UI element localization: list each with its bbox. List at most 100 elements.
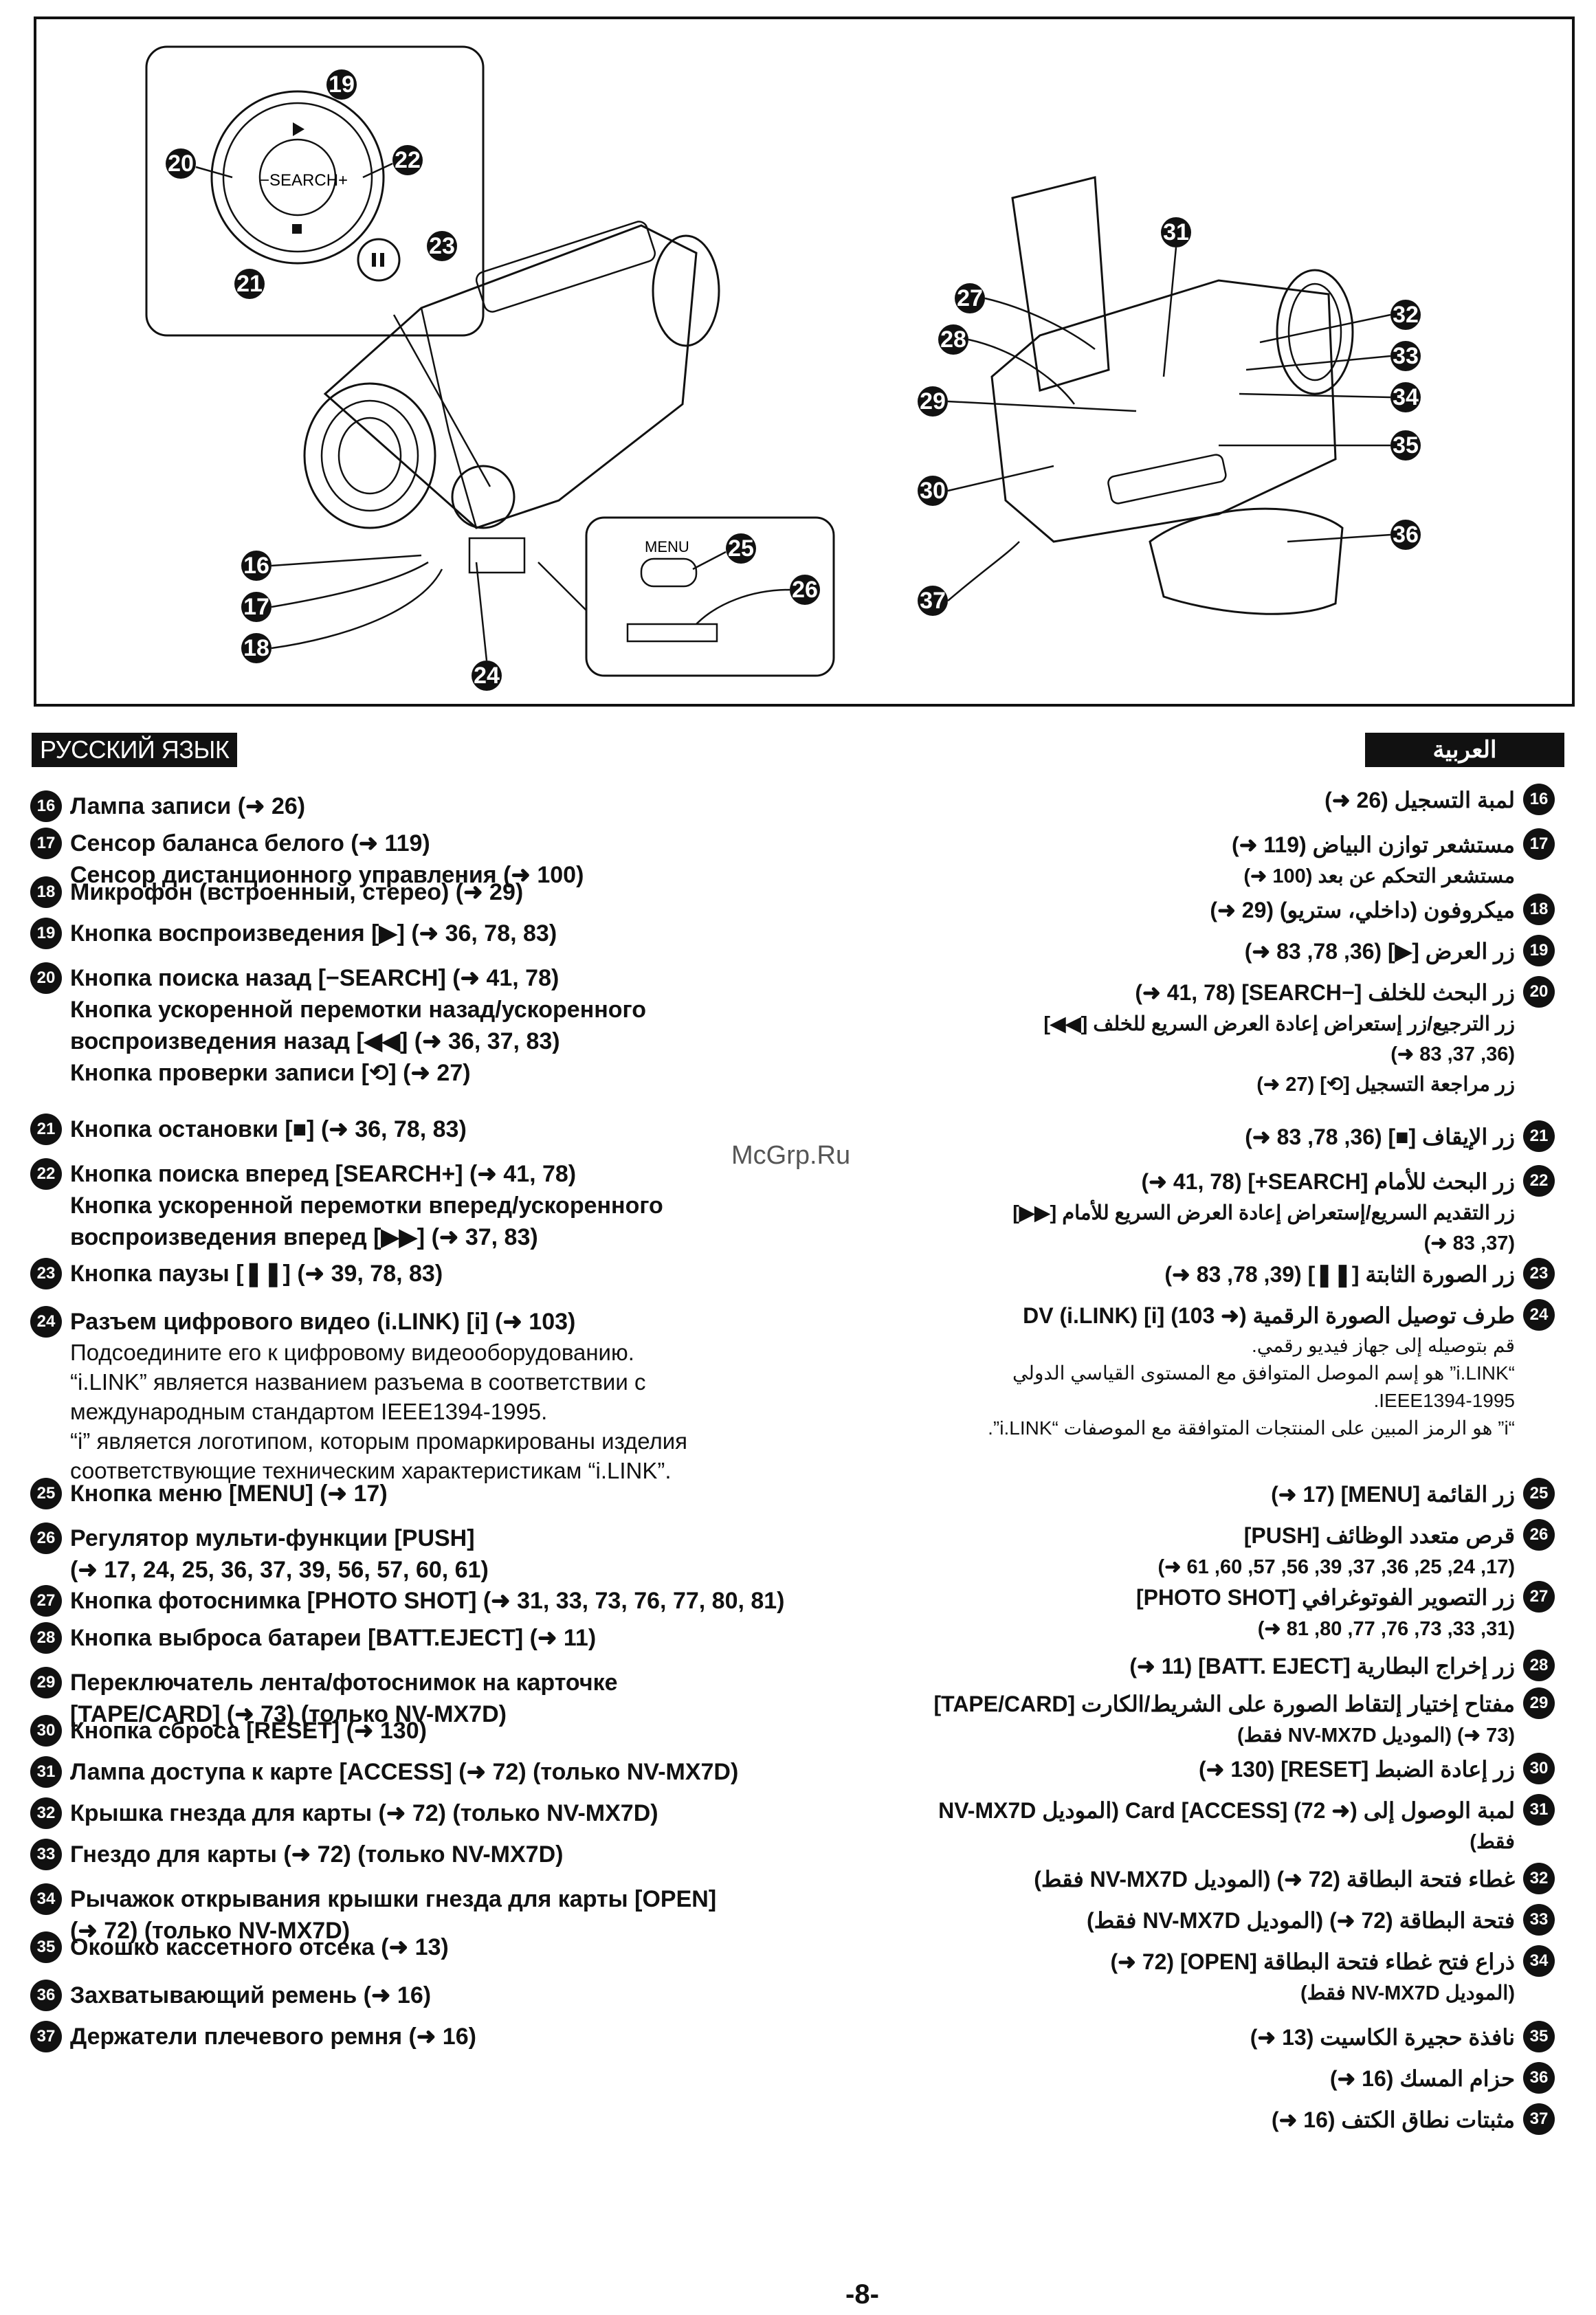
ar-item-line: قم بتوصيله إلى جهاز فيديو رقمي. — [1251, 1335, 1515, 1356]
item-number-badge: 29 — [30, 1667, 62, 1698]
item-number-badge: 27 — [1523, 1581, 1555, 1613]
ar-item-line: زر التقديم السريع/إستعراض إعادة العرض ال… — [1012, 1202, 1515, 1224]
item-number-badge: 34 — [30, 1883, 62, 1915]
callout-22: 22 — [392, 145, 423, 175]
item-number-badge: 28 — [30, 1622, 62, 1654]
ru-item-line: Кнопка остановки [■] (➜ 36, 78, 83) — [70, 1116, 467, 1142]
item-number-badge: 30 — [1523, 1753, 1555, 1784]
svg-text:19: 19 — [329, 71, 355, 98]
ru-item-line: Регулятор мульти-функции [PUSH] — [70, 1525, 475, 1551]
item-number-badge: 16 — [30, 790, 62, 822]
ar-item-line: غطاء فتحة البطاقة (72 ➜) (الموديل NV-MX7… — [1034, 1867, 1515, 1892]
ru-item-line: Лампа записи (➜ 26) — [70, 793, 306, 819]
camcorder-figure: −SEARCH+ 19 20 22 21 23 16 17 18 — [34, 16, 1575, 707]
ar-item-line: زر التصوير الفوتوغرافي [PHOTO SHOT] — [1135, 1585, 1515, 1610]
callout-25: 25 — [726, 533, 756, 564]
item-number-badge: 21 — [30, 1114, 62, 1145]
callout-33: 33 — [1390, 341, 1421, 371]
svg-text:17: 17 — [243, 594, 269, 620]
menu-label: MENU — [645, 538, 689, 555]
callout-19: 19 — [326, 69, 357, 100]
svg-text:25: 25 — [728, 535, 754, 562]
ar-item-line: قرص متعدد الوظائف [PUSH] — [1243, 1523, 1515, 1548]
callout-32: 32 — [1390, 300, 1421, 330]
ru-item-30: 30 Кнопка сброса [RESET] (➜ 130) — [30, 1715, 855, 1747]
russian-section-label: РУССКИЙ ЯЗЫК — [32, 733, 238, 767]
svg-text:26: 26 — [792, 577, 818, 603]
callout-29: 29 — [918, 386, 948, 417]
ru-item-line: Кнопка меню [MENU] (➜ 17) — [70, 1481, 388, 1507]
svg-text:21: 21 — [236, 271, 263, 297]
callout-27: 27 — [955, 283, 985, 313]
ru-item-line: Держатели плечевого ремня (➜ 16) — [70, 2024, 476, 2050]
svg-text:33: 33 — [1393, 343, 1419, 369]
ru-item-line: Кнопка проверки записи [⟲] (➜ 27) — [70, 1060, 471, 1086]
item-number-badge: 19 — [1523, 935, 1555, 966]
callout-26: 26 — [790, 575, 820, 605]
camcorder-right-view — [990, 176, 1354, 615]
item-number-badge: 31 — [1523, 1794, 1555, 1826]
ru-item-31: 31 Лампа доступа к карте [ACCESS] (➜ 72) … — [30, 1756, 855, 1788]
ru-item-note: “i.LINK” является названием разъема в со… — [70, 1369, 646, 1395]
item-number-badge: 33 — [30, 1839, 62, 1870]
ru-item-line: Окошко кассетного отсека (➜ 13) — [70, 1934, 449, 1960]
ar-item-line: زر مراجعة التسجيل [⟲] (27 ➜) — [1256, 1074, 1515, 1096]
ru-item-line: Кнопка сброса [RESET] (➜ 130) — [70, 1718, 427, 1744]
ar-item-line: “i” هو الرمز المبين على المنتجات المتواف… — [988, 1417, 1515, 1439]
item-number-badge: 22 — [30, 1158, 62, 1190]
ru-item-16: 16 Лампа записи (➜ 26) — [30, 790, 855, 822]
item-number-badge: 35 — [1523, 2021, 1555, 2052]
callout-21: 21 — [234, 269, 265, 299]
ar-item-line: لمبة التسجيل (26 ➜) — [1325, 788, 1515, 812]
ar-item-line: مثبتات نطاق الكتف (16 ➜) — [1271, 2107, 1515, 2132]
ru-item-line: (➜ 72) (только NV-MX7D) — [70, 1918, 351, 1944]
ar-item-line: فقط) — [1470, 1831, 1515, 1853]
ar-item-line: زر البحث للأمام [SEARCH+] (41, 78 ➜) — [1141, 1169, 1516, 1194]
ru-item-note: соответствующие техническим характеристи… — [70, 1458, 672, 1483]
item-number-badge: 30 — [30, 1715, 62, 1747]
ar-item-line: زر الترجيع/زر إستعراض إعادة العرض السريع… — [1043, 1013, 1515, 1035]
ru-item-note: “i” является логотипом, которым промарки… — [70, 1428, 688, 1454]
ru-item-line: Лампа доступа к карте [ACCESS] (➜ 72) (т… — [70, 1759, 739, 1785]
ar-item-line: زر الصورة الثابتة [❚❚] (39, 78, 83 ➜) — [1164, 1262, 1515, 1287]
svg-text:20: 20 — [168, 151, 194, 177]
item-number-badge: 19 — [30, 918, 62, 949]
svg-text:32: 32 — [1393, 302, 1419, 328]
svg-text:36: 36 — [1393, 522, 1419, 548]
ru-item-line: Переключатель лента/фотоснимок на карточ… — [70, 1670, 618, 1696]
ar-item-line: فتحة البطاقة (72 ➜) (الموديل NV-MX7D فقط… — [1086, 1908, 1515, 1933]
svg-text:35: 35 — [1393, 432, 1419, 458]
camcorder-left-view — [303, 221, 720, 574]
ru-item-line: (➜ 17, 24, 25, 36, 37, 39, 56, 57, 60, 6… — [70, 1557, 489, 1583]
ru-item-29: 29 Переключатель лента/фотоснимок на карт… — [30, 1667, 855, 1730]
svg-text:37: 37 — [920, 588, 946, 614]
item-number-badge: 23 — [30, 1258, 62, 1289]
svg-text:28: 28 — [940, 326, 966, 353]
callout-16: 16 — [241, 551, 271, 581]
svg-text:23: 23 — [429, 233, 455, 259]
ru-item-line: Кнопка поиска вперед [SEARCH+] (➜ 41, 78… — [70, 1161, 577, 1187]
ar-item-line: (37, 83 ➜) — [1423, 1232, 1515, 1254]
svg-text:31: 31 — [1163, 219, 1189, 245]
ar-item-line: زر إعادة الضبط [RESET] (130 ➜) — [1198, 1757, 1515, 1782]
item-number-badge: 31 — [30, 1756, 62, 1788]
ru-item-line: Крышка гнезда для карты (➜ 72) (только N… — [70, 1800, 658, 1826]
callout-17: 17 — [241, 592, 271, 622]
